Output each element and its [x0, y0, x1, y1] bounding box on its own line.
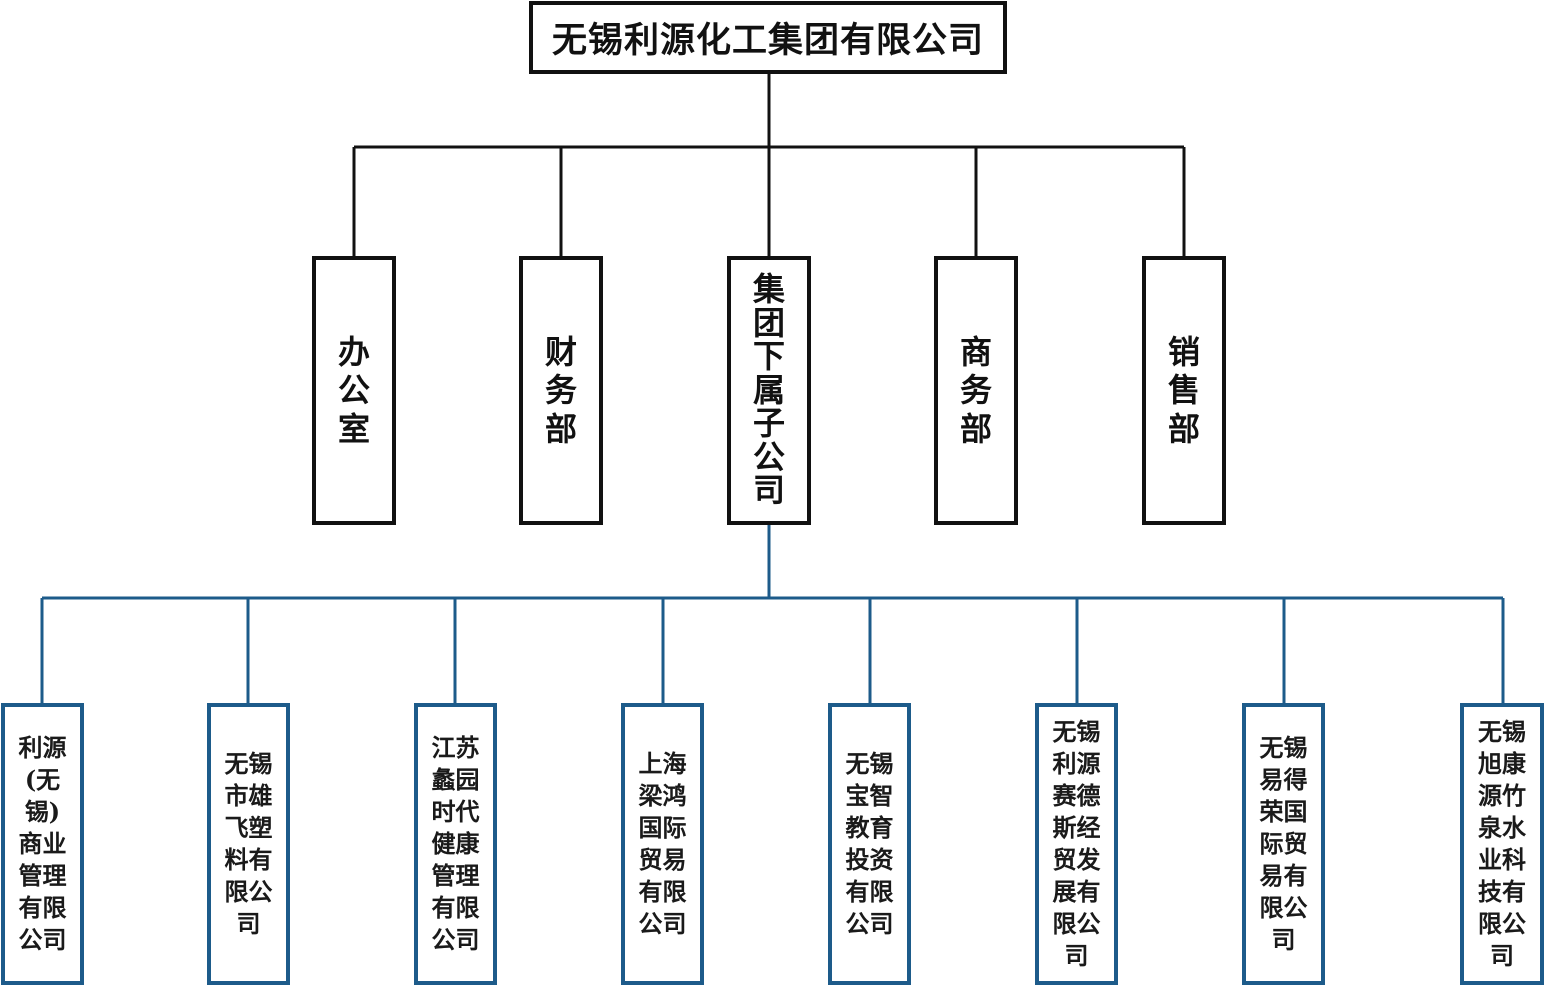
- dept-node-business: 商务部: [934, 256, 1018, 525]
- subsidiary-label: 江苏蠡园时代健康管理有限公司: [431, 733, 480, 954]
- dept-label: 集团下属子公司: [752, 269, 785, 510]
- subsidiary-label: 无锡易得荣国际贸易有限公司: [1259, 733, 1308, 954]
- subsidiary-label: 无锡利源赛德斯经贸发展有限公司: [1052, 717, 1101, 970]
- dept-label: 商务部: [959, 332, 992, 448]
- subsidiary-label: 利源(无锡)商业管理有限公司: [18, 733, 67, 954]
- subsidiary-node-2: 无锡市雄飞塑料有限公司: [207, 703, 290, 985]
- dept-label: 销售部: [1167, 332, 1200, 448]
- subsidiary-label: 无锡宝智教育投资有限公司: [845, 749, 894, 938]
- subsidiary-label: 上海梁鸿国际贸易有限公司: [638, 749, 687, 938]
- bottom-connectors: [40, 525, 1505, 703]
- dept-label: 办公室: [337, 332, 370, 448]
- dept-node-subsidiaries: 集团下属子公司: [727, 256, 811, 525]
- top-connectors: [352, 74, 1186, 256]
- subsidiary-node-7: 无锡易得荣国际贸易有限公司: [1242, 703, 1325, 985]
- subsidiary-node-1: 利源(无锡)商业管理有限公司: [1, 703, 84, 985]
- dept-node-office: 办公室: [312, 256, 396, 525]
- subsidiary-label: 无锡旭康源竹泉水业科技有限公司: [1478, 717, 1526, 970]
- dept-label: 财务部: [544, 332, 577, 448]
- dept-node-sales: 销售部: [1142, 256, 1226, 525]
- subsidiary-node-6: 无锡利源赛德斯经贸发展有限公司: [1035, 703, 1118, 985]
- subsidiary-node-5: 无锡宝智教育投资有限公司: [828, 703, 911, 985]
- root-label: 无锡利源化工集团有限公司: [551, 20, 984, 61]
- subsidiary-node-4: 上海梁鸿国际贸易有限公司: [621, 703, 704, 985]
- dept-node-finance: 财务部: [519, 256, 603, 525]
- subsidiary-node-3: 江苏蠡园时代健康管理有限公司: [414, 703, 497, 985]
- subsidiary-node-8: 无锡旭康源竹泉水业科技有限公司: [1460, 703, 1544, 985]
- root-node: 无锡利源化工集团有限公司: [529, 1, 1007, 74]
- subsidiary-label: 无锡市雄飞塑料有限公司: [224, 749, 273, 938]
